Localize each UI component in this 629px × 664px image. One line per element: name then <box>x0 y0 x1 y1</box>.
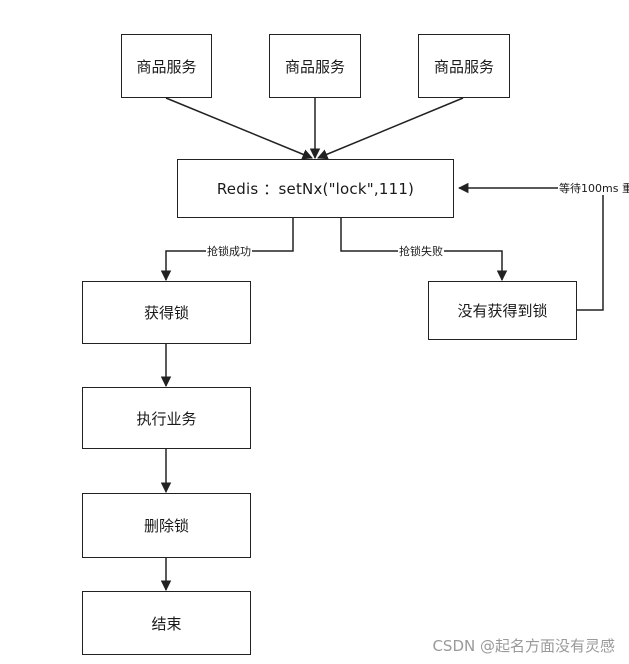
csdn-watermark: CSDN @起名方面没有灵感 <box>432 637 615 655</box>
got-lock-box: 获得锁 <box>82 281 251 344</box>
execute-business-box: 执行业务 <box>82 387 251 449</box>
delete-lock-box: 删除锁 <box>82 493 251 558</box>
service-box-1: 商品服务 <box>121 34 212 98</box>
redis-setnx-box: Redis ：setNx("lock",111) <box>177 159 454 218</box>
service-box-2: 商品服务 <box>269 34 361 98</box>
end-box: 结束 <box>82 591 251 655</box>
success-edge-label: 抢锁成功 <box>206 245 252 258</box>
retry-edge-label: 等待100ms 重 <box>558 182 629 195</box>
arrow-service3-to-redis <box>317 97 464 160</box>
no-lock-box: 没有获得到锁 <box>428 281 577 340</box>
arrow-service1-to-redis <box>165 97 313 160</box>
service-box-3: 商品服务 <box>418 34 510 98</box>
arrow-retry-loop <box>457 182 604 311</box>
fail-edge-label: 抢锁失败 <box>398 245 444 258</box>
